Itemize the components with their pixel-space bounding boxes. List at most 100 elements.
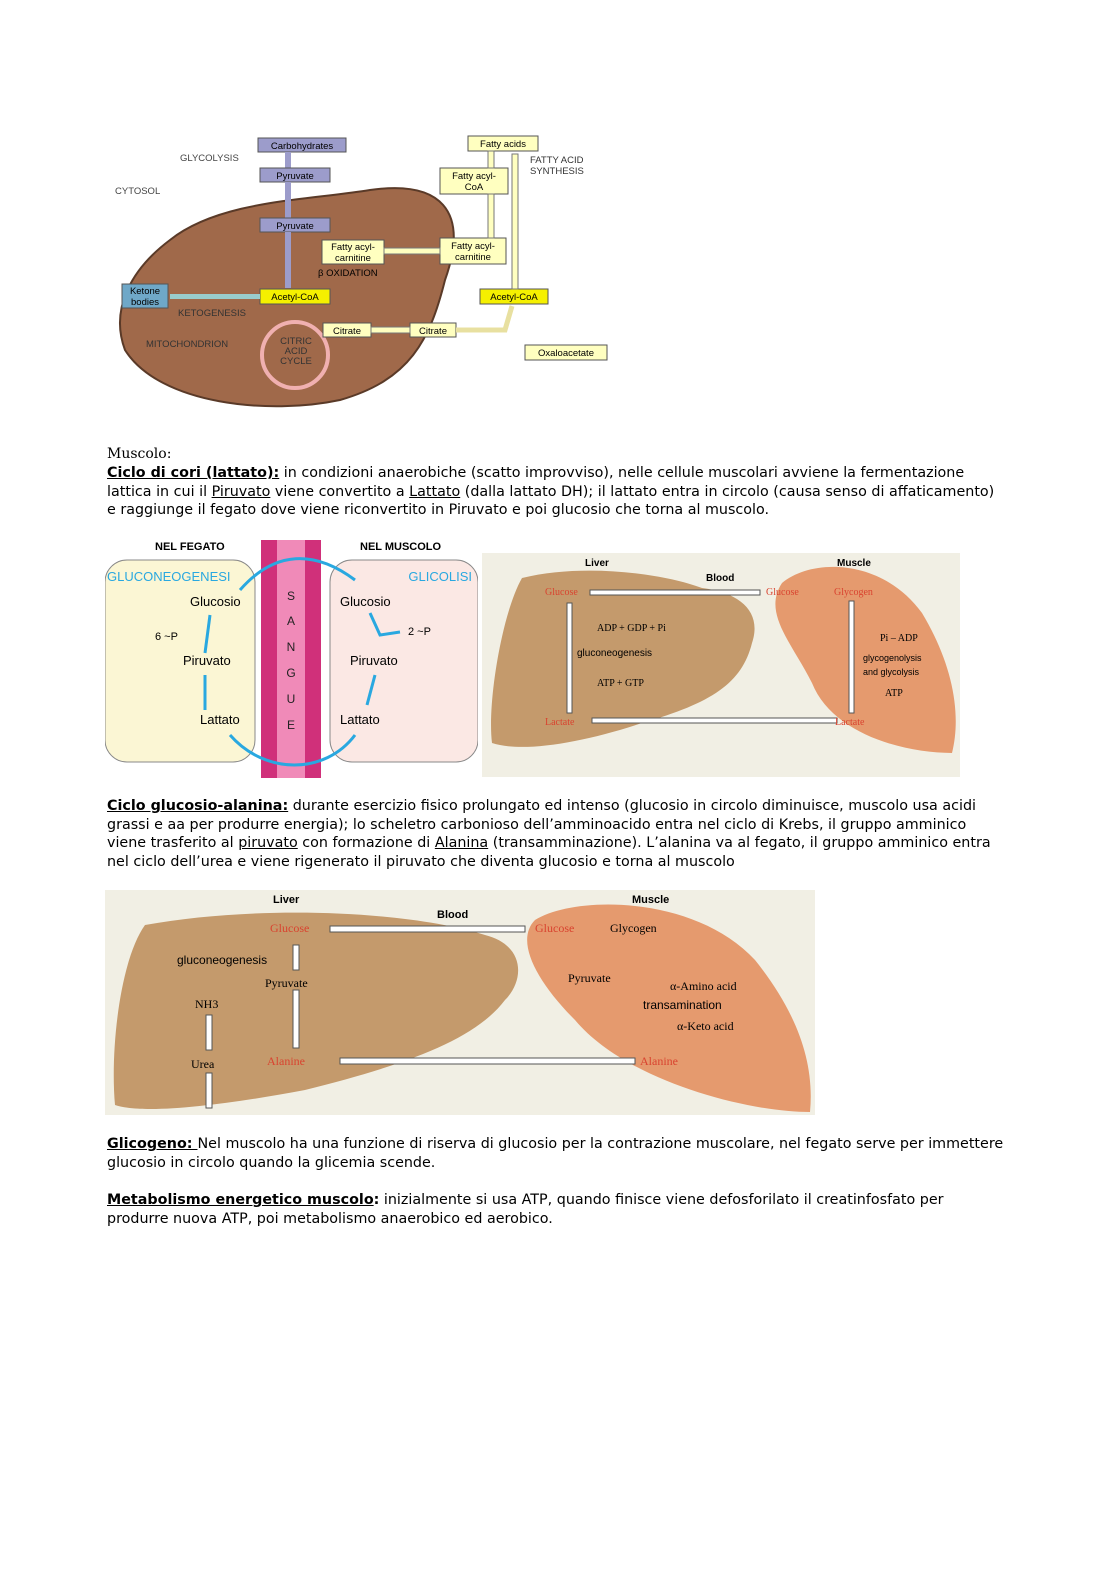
label-citric-acid-cycle: CITRIC [280,336,312,347]
label-piruvato-muscolo: Piruvato [350,653,398,668]
cori-lattato: Lattato [409,483,461,500]
label-ketogenesis: KETOGENESIS [178,308,246,319]
label-cytosol: CYTOSOL [115,186,160,197]
label-fatty-acid-synthesis-2: SYNTHESIS [530,166,584,177]
label-acetyl-coa-in: Acetyl-CoA [271,292,319,303]
label-transamination: transamination [643,998,722,1012]
cori-cycle-english-diagram: Liver Blood Muscle Glucose Lactate ADP +… [482,553,960,777]
heading-glicogeno: Glicogeno: [107,1136,198,1152]
label-glucose-liver: Glucose [270,921,309,935]
heading-metabolismo: Metabolismo energetico muscolo [107,1192,374,1208]
metabolismo-colon: : [373,1192,380,1208]
label-pi-adp: Pi – ADP [880,633,918,644]
alanina-alanina: Alanina [434,835,489,851]
label-mitochondrion: MITOCHONDRION [146,339,228,350]
label-acetyl-coa-out: Acetyl-CoA [490,292,538,303]
label-oxaloacetate: Oxaloacetate [538,348,594,359]
muscolo-label: Muscolo: [107,446,172,462]
cori-cycle-italian-diagram: NEL FEGATO NEL MUSCOLO GLUCONEOGENESI GL… [105,540,478,778]
label-fatty-acid-synthesis: FATTY ACID [530,155,584,166]
fatty-acid-metabolism-diagram: Carbohydrates GLYCOLYSIS CYTOSOL Pyruvat… [115,135,608,408]
sangue-vertical-label: S A N G U E [286,589,295,732]
label-alanine-muscle: Alanine [640,1054,678,1068]
label-blood: Blood [706,573,734,584]
sangue-e: E [287,718,295,732]
label-glycogenolysis-2: and glycolysis [863,667,920,677]
sangue-s: S [287,589,295,603]
heading-ciclo-cori: Ciclo di cori (lattato): [107,465,280,481]
label-liver: Liver [273,894,300,906]
label-2p: 2 ~P [408,626,431,638]
label-glucose-muscle: Glucose [766,587,799,598]
pathway-arrows [370,150,519,334]
label-fatty-acyl-carnitine-in-2: carnitine [335,253,371,264]
cori-text-2: viene convertito a [270,483,410,500]
label-pyruvate-liver: Pyruvate [265,976,308,990]
label-gluconeogenesis: gluconeogenesis [577,648,652,659]
label-citrate-out: Citrate [419,326,447,337]
label-citrate-in: Citrate [333,326,361,337]
heading-ciclo-glucosio-alanina: Ciclo glucosio-alanina: [107,798,289,814]
label-glycogen: Glycogen [834,587,873,598]
glicogeno-text: Nel muscolo ha una funzione di riserva d… [107,1136,1004,1171]
muscle-shape [527,904,811,1112]
label-gluconeogenesis: gluconeogenesis [177,953,267,967]
alanina-text-3: (transamminazione). L’alanina va al fega… [107,835,991,870]
label-lattato-fegato: Lattato [200,712,240,727]
label-pyruvate-muscle: Pyruvate [568,971,611,985]
cycle-arrows [203,557,401,767]
label-citric-acid-cycle-2: ACID [285,346,308,357]
label-muscle: Muscle [837,558,871,569]
label-nel-fegato: NEL FEGATO [155,541,225,553]
label-6p: 6 ~P [155,631,178,643]
label-alpha-amino-acid: α-Amino acid [670,979,737,993]
sangue-a: A [287,614,295,628]
label-atp-gtp: ATP + GTP [597,678,644,689]
label-carbohydrates: Carbohydrates [271,141,334,152]
label-alanine-liver: Alanine [267,1054,305,1068]
label-fatty-acyl-coa: Fatty acyl- [452,171,496,182]
label-liver: Liver [585,558,609,569]
label-glycogen: Glycogen [610,921,657,935]
muscle-shape [775,566,956,753]
label-fatty-acids: Fatty acids [480,139,526,150]
label-pyruvate-mito: Pyruvate [276,221,314,232]
alanina-piruvato: piruvato [238,835,298,851]
label-fatty-acyl-carnitine-out-2: carnitine [455,252,491,263]
label-adp-gdp-pi: ADP + GDP + Pi [597,623,666,634]
label-beta-oxidation: β OXIDATION [318,268,378,279]
paragraph-ciclo-glucosio-alanina: Ciclo glucosio-alanina: durante esercizi… [107,797,1007,871]
label-blood: Blood [437,909,468,921]
label-ketone-bodies-2: bodies [131,297,159,308]
paragraph-glicogeno: Glicogeno: Nel muscolo ha una funzione d… [107,1135,1007,1172]
label-glucosio-muscolo: Glucosio [340,594,391,609]
cori-piruvato: Piruvato [211,483,271,500]
label-glycogenolysis: glycogenolysis [863,653,922,663]
label-urea: Urea [191,1057,215,1071]
label-gluconeogenesi: GLUCONEOGENESI [107,569,231,584]
paragraph-metabolismo: Metabolismo energetico muscolo: inizialm… [107,1191,1007,1228]
label-alpha-keto-acid: α-Keto acid [677,1019,734,1033]
label-lactate-liver: Lactate [545,717,575,728]
paragraph-ciclo-cori: Ciclo di cori (lattato): in condizioni a… [107,464,1007,520]
cori-text-1: in condizioni anaerobiche (scatto improv… [107,465,965,500]
liver-shape [113,912,519,1110]
label-lactate-muscle: Lactate [835,717,865,728]
label-glicolisi: GLICOLISI [408,569,472,584]
alanina-text-1: durante esercizio fisico prolungato ed i… [107,798,976,851]
label-nel-muscolo: NEL MUSCOLO [360,541,442,553]
label-fatty-acyl-carnitine-out: Fatty acyl- [451,241,495,252]
liver-shape [491,570,755,747]
label-fatty-acyl-carnitine-in: Fatty acyl- [331,242,375,253]
alanina-text-2: con formazione di [297,835,435,851]
sangue-u: U [287,692,296,706]
label-atp: ATP [885,688,903,699]
label-glucose-liver: Glucose [545,587,578,598]
label-pyruvate-cytosol: Pyruvate [276,171,314,182]
label-glycolysis: GLYCOLYSIS [180,153,239,164]
metabolismo-text: inizialmente si usa ATP, quando finisce … [107,1192,944,1227]
label-glucose-muscle: Glucose [535,921,574,935]
label-glucosio-fegato: Glucosio [190,594,241,609]
label-ketone-bodies: Ketone [130,286,160,297]
glucose-alanine-cycle-diagram: Liver Blood Muscle Glucose gluconeogenes… [105,890,815,1115]
